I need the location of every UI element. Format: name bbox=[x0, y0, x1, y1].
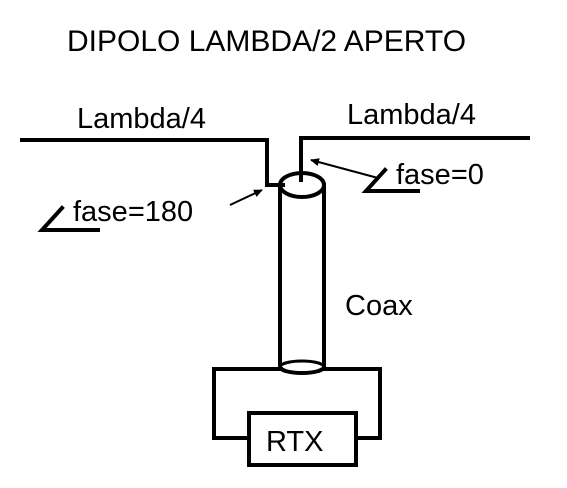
phase-left-angle-icon bbox=[37, 205, 100, 232]
coax-label: Coax bbox=[345, 290, 413, 322]
right-arm-label: Lambda/4 bbox=[347, 99, 476, 131]
phase-right-arrow bbox=[310, 158, 379, 179]
left-arm-label: Lambda/4 bbox=[77, 103, 206, 135]
rtx-box bbox=[247, 411, 358, 467]
rtx-label: RTX bbox=[266, 426, 323, 458]
right-dipole-arm bbox=[299, 136, 530, 182]
phase-right-label: fase=0 bbox=[396, 159, 484, 191]
feed-line-left bbox=[212, 367, 283, 440]
left-dipole-arm bbox=[20, 138, 285, 187]
coax-bottom-front bbox=[277, 364, 327, 375]
feed-line-right bbox=[322, 367, 382, 440]
coax-bottom-back bbox=[278, 359, 326, 368]
diagram-title: DIPOLO LAMBDA/2 APERTO bbox=[67, 25, 466, 58]
phase-left-label: fase=180 bbox=[73, 196, 193, 228]
phase-right-angle-icon bbox=[361, 167, 420, 193]
phase-left-arrow bbox=[229, 189, 263, 206]
